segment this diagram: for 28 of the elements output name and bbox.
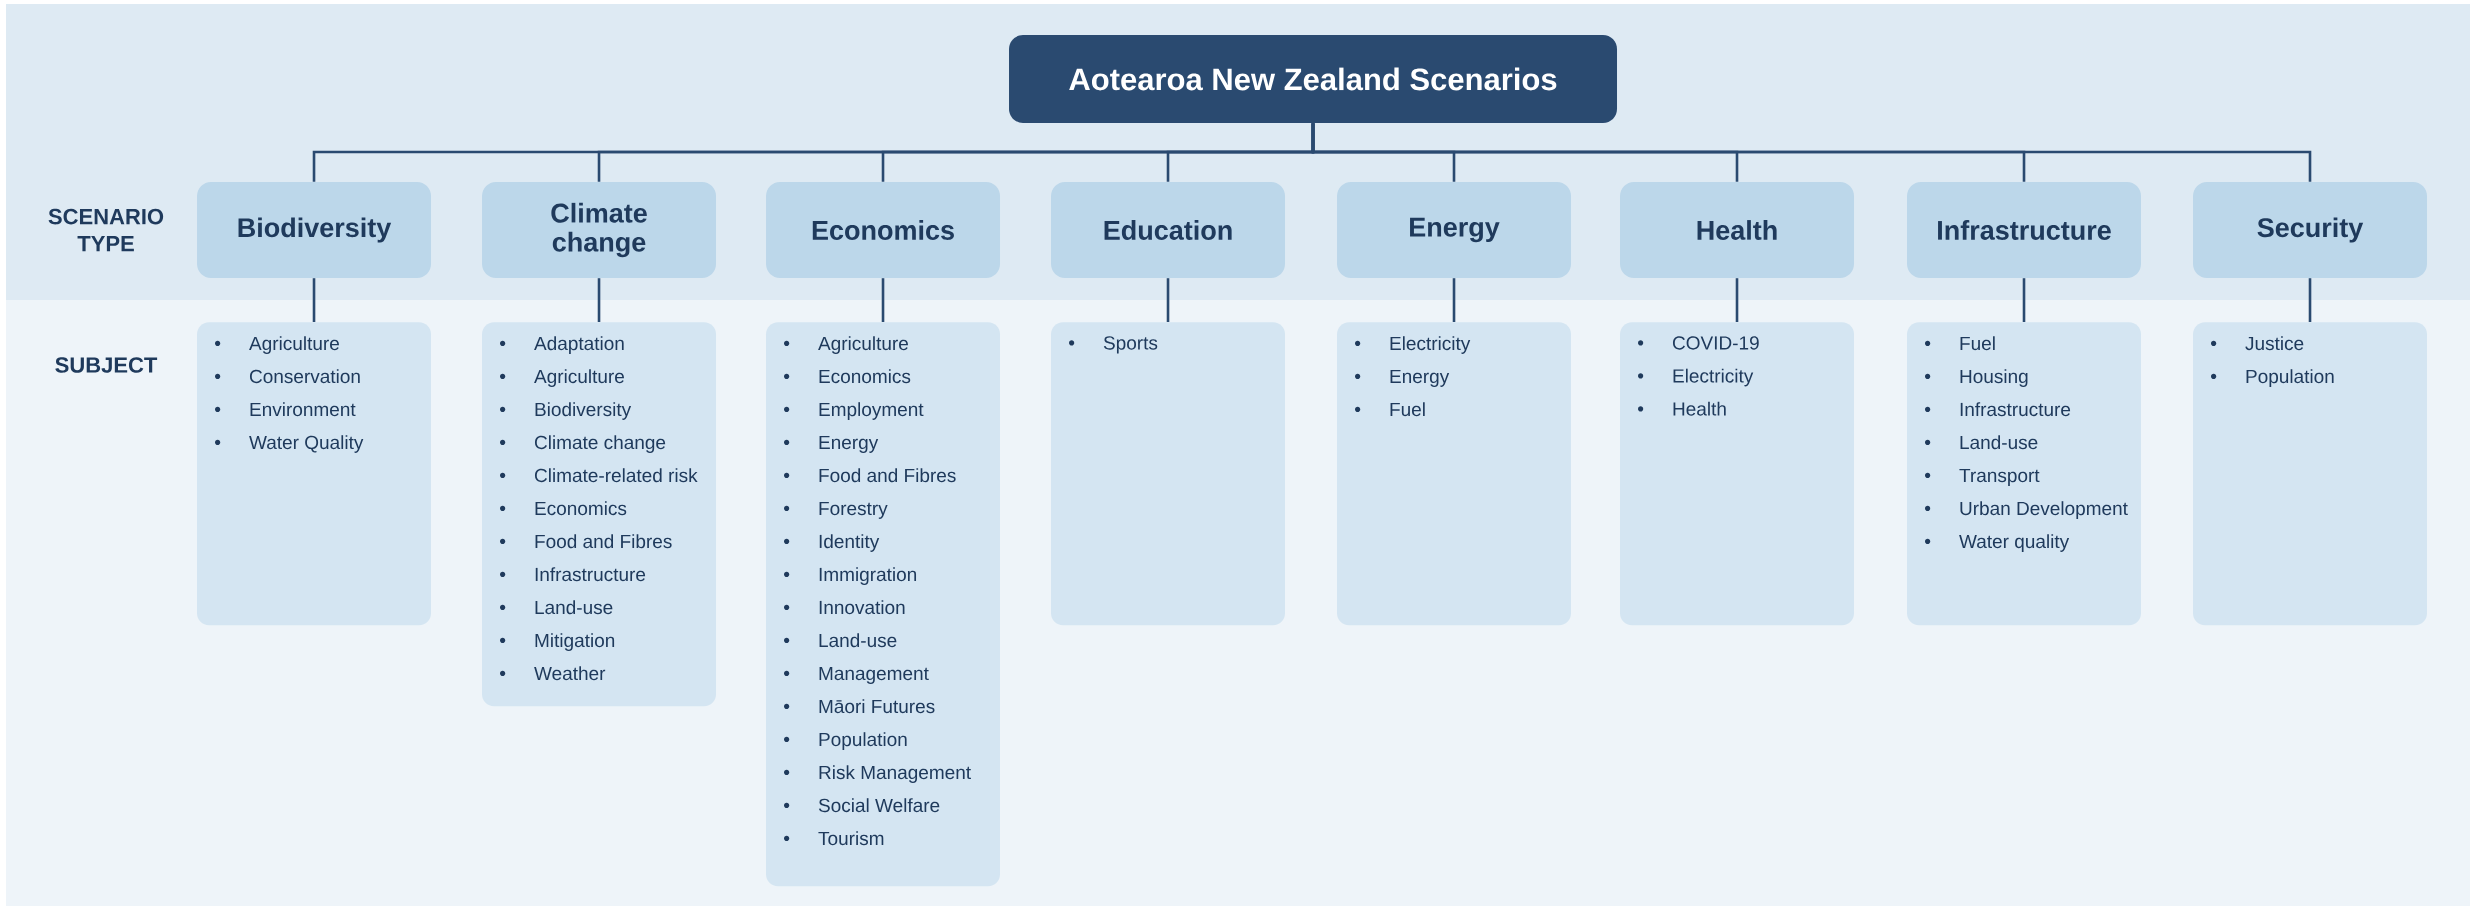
connector-line bbox=[881, 278, 885, 322]
connector-line bbox=[1452, 278, 1456, 322]
connector-line bbox=[2308, 278, 2312, 322]
connector-line bbox=[1311, 123, 2312, 182]
type-box: Economics bbox=[766, 182, 1000, 278]
type-box: Education bbox=[1051, 182, 1285, 278]
row-label: SUBJECT bbox=[55, 357, 158, 373]
connector-line bbox=[2022, 278, 2026, 322]
type-box: Health bbox=[1620, 182, 1854, 278]
type-box: Climate change bbox=[482, 182, 716, 278]
subject-box: Agriculture Conservation Environment Water Quality bbox=[197, 322, 431, 626]
type-box: Security bbox=[2193, 182, 2427, 278]
row-label: SCENARIO TYPE bbox=[48, 208, 164, 252]
connector-line bbox=[1166, 278, 1170, 322]
subject-box: Agriculture Economics Employment Energy Food and Fibres Forestry Identity Immigration Innovation Land-use Management Māori Futures Population Risk Management Social Welfare Tourism bbox=[766, 322, 1000, 887]
subject-box: Electricity Energy Fuel bbox=[1337, 322, 1571, 626]
subject-box: Justice Population bbox=[2193, 322, 2427, 626]
subject-box: Adaptation Agriculture Biodiversity Climate change Climate-related risk Economics Food and Fibres Infrastructure Land-use Mitigation Weather bbox=[482, 322, 716, 707]
type-box: Infrastructure bbox=[1907, 182, 2141, 278]
connector-line bbox=[1735, 278, 1739, 322]
subject-box: Sports bbox=[1051, 322, 1285, 626]
subject-box: COVID-19 Electricity Health bbox=[1620, 322, 1854, 626]
connector-line bbox=[597, 278, 601, 322]
type-box: Energy bbox=[1337, 182, 1571, 278]
connector-line bbox=[312, 278, 316, 322]
title-box: Aotearoa New Zealand Scenarios bbox=[1009, 35, 1617, 123]
type-box: Biodiversity bbox=[197, 182, 431, 278]
subject-box: Fuel Housing Infrastructure Land-use Transport Urban Development Water quality bbox=[1907, 322, 2141, 626]
